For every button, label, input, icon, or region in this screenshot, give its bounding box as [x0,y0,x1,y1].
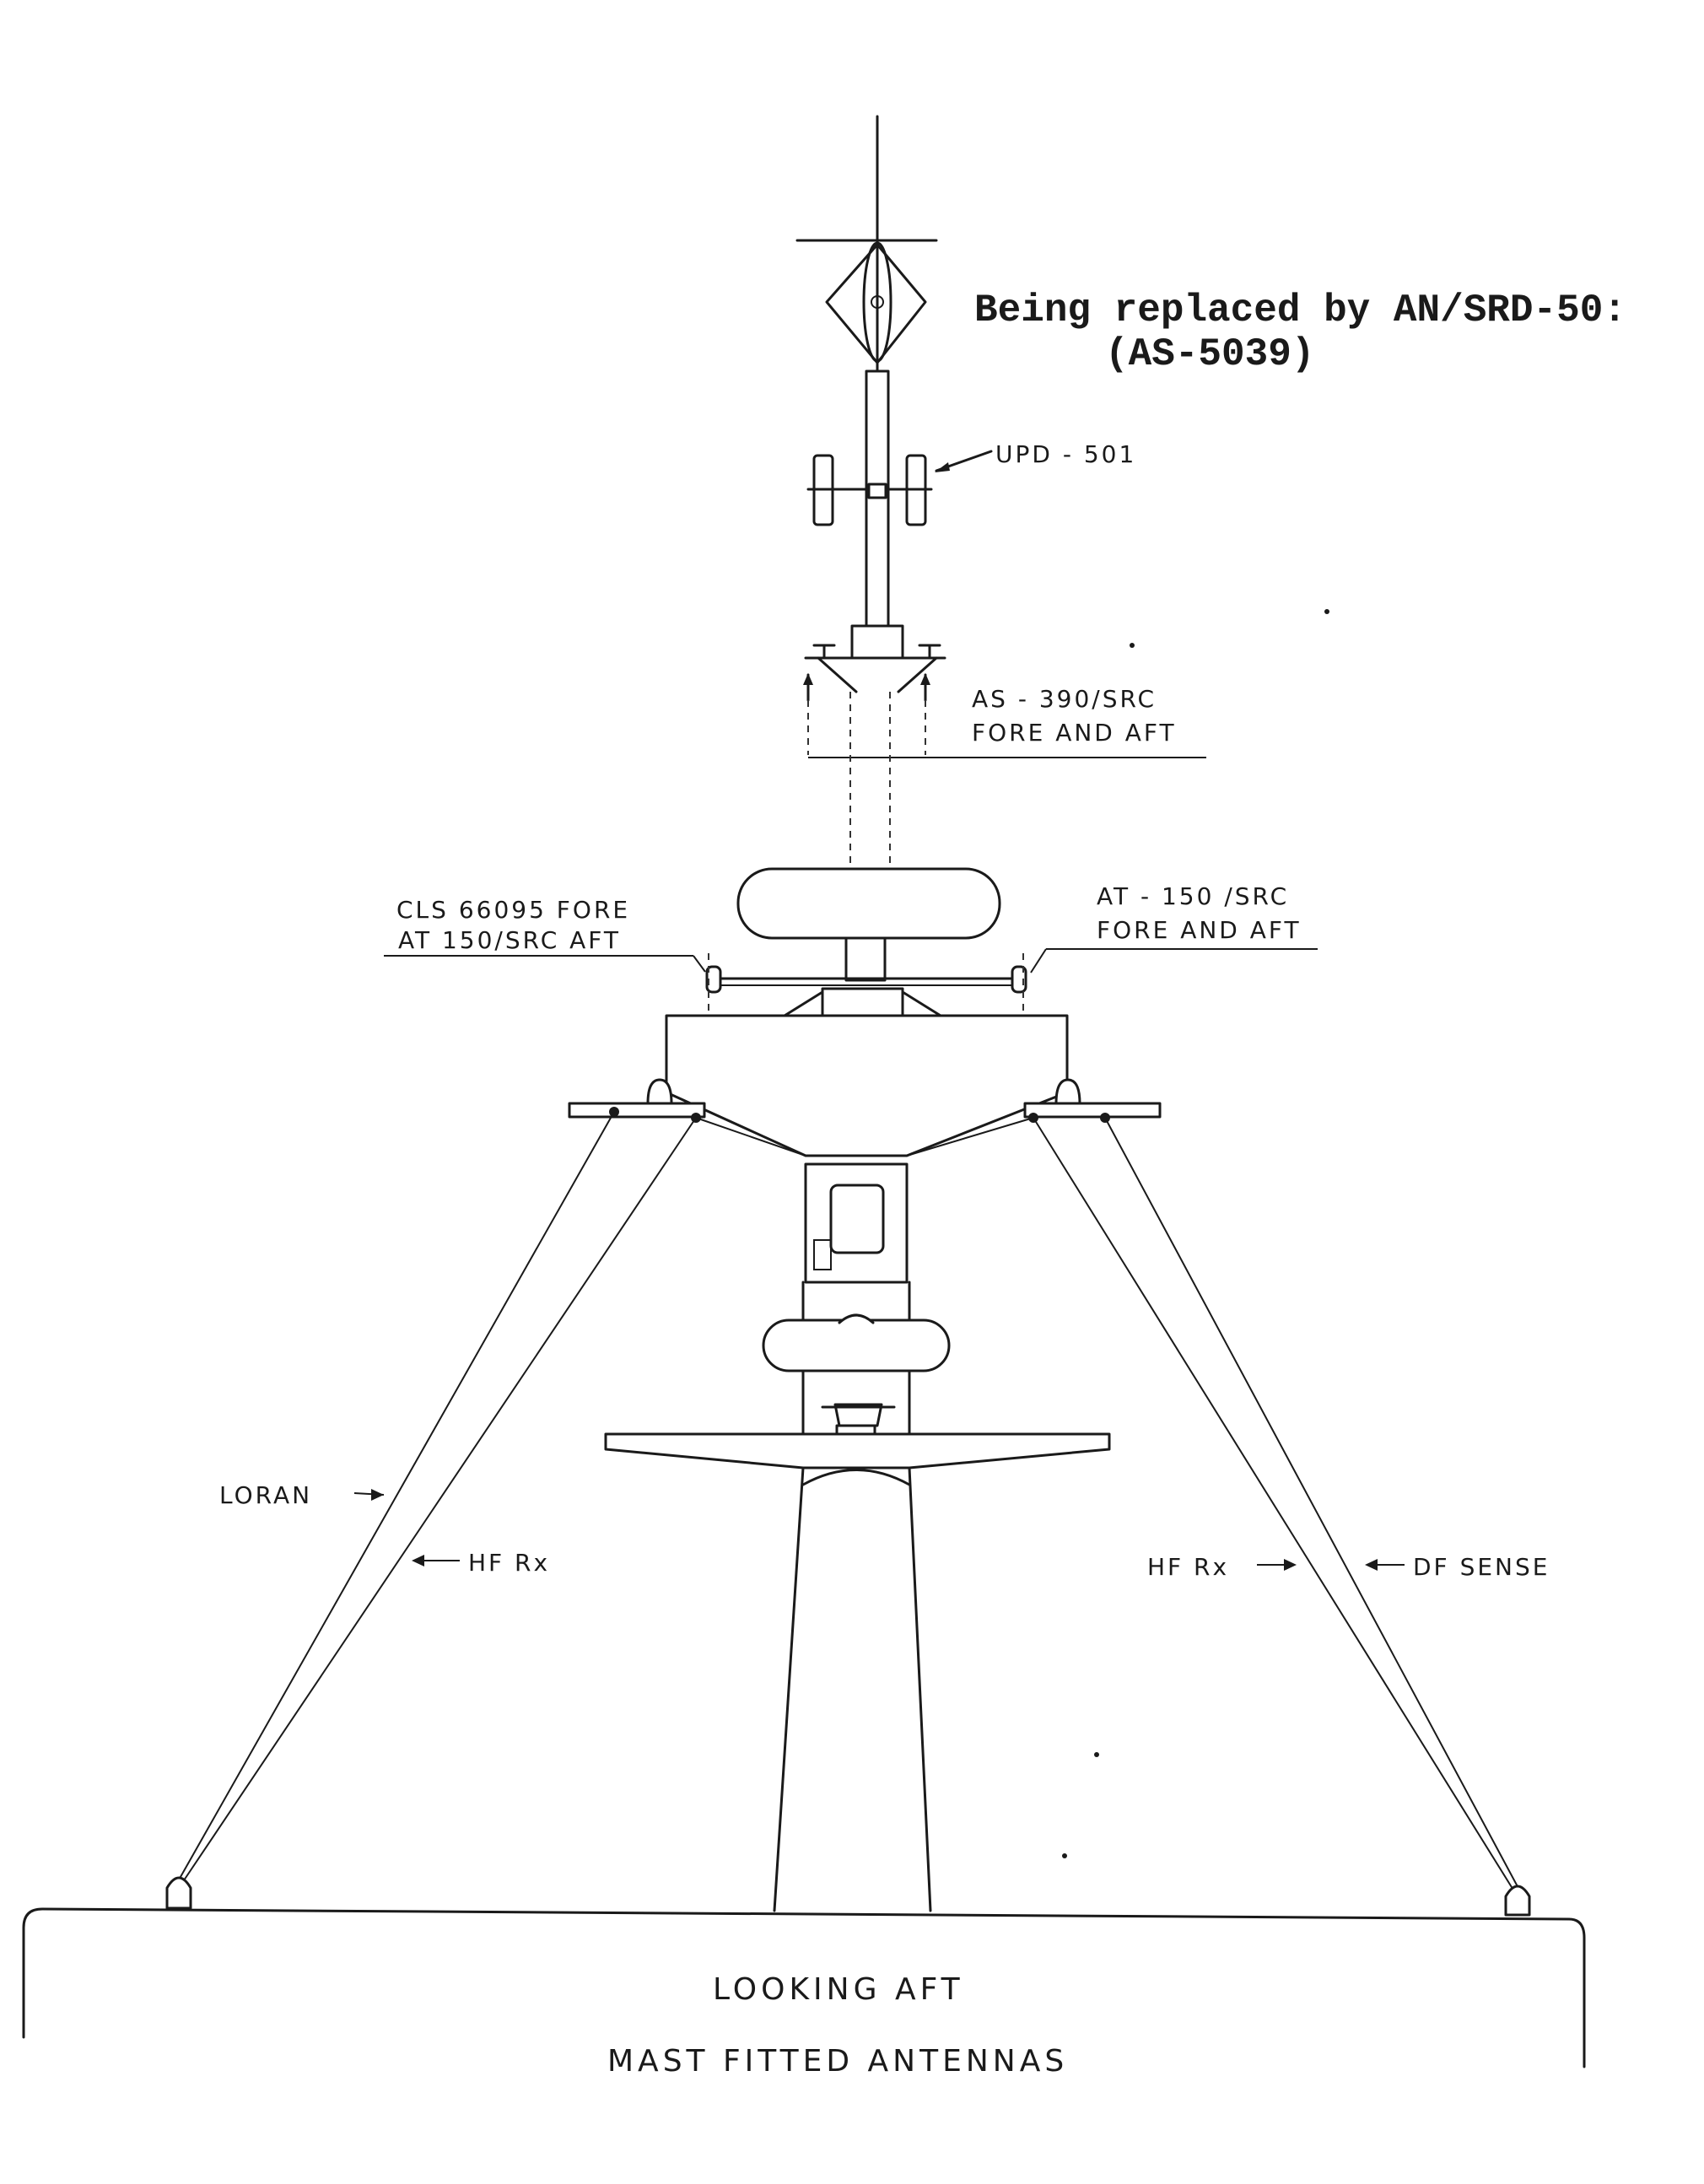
spreader-arch [801,1469,911,1486]
label-df-sense: DF SENSE [1413,1553,1550,1581]
speck-2 [1130,643,1135,648]
at150-right-element [1011,965,1027,994]
at150-left-element [705,965,722,994]
trunk-left-lower [773,1466,805,1912]
left-platform-guy [695,1117,806,1157]
loran-arrowhead [371,1489,384,1501]
equipment-side-box [813,1239,832,1270]
annotation-line-1: Being replaced by AN/SRD-50: [974,289,1626,332]
fan-element [833,1403,883,1427]
cls-leader [693,955,706,973]
diamond-antenna [825,243,927,364]
left-deck-insulator [165,1876,192,1910]
right-platform-guy [906,1117,1034,1157]
hf-rx-right-wire [1033,1117,1515,1892]
label-cls-line-1: CLS 66095 FORE [396,896,630,924]
label-upd-501: UPD - 501 [995,440,1136,468]
label-as390-line-1: AS - 390/SRC [972,685,1157,713]
upd-hub [867,483,887,499]
deck-outline [22,1907,1586,2068]
main-platform [665,1014,1069,1157]
caption-mast-fitted-antennas: MAST FITTED ANTENNAS [607,2044,1068,2079]
speck-4 [1062,1853,1067,1858]
trunk-right-lower [908,1466,932,1912]
label-at150-line-1: AT - 150 /SRC [1097,882,1289,910]
as390-collar [850,624,904,660]
as390-braces [817,656,938,693]
annotation-line-2: (AS-5039) [1105,332,1314,376]
df-sense-wire [1104,1117,1521,1892]
ring-cap [838,1313,875,1324]
upd-arrowhead [935,462,950,472]
speck-1 [1324,609,1329,614]
speck-3 [1094,1752,1099,1757]
left-yardarm [568,1102,706,1119]
hf-rx-right-arrowhead [1284,1559,1297,1571]
yard-housing [821,987,904,1017]
label-loran: LORAN [219,1481,312,1509]
right-deck-insulator [1504,1885,1531,1917]
radome-pedestal [844,936,887,982]
radome [736,867,1001,940]
label-hf-rx-left: HF Rx [468,1549,550,1577]
as390-arrowhead-right [920,673,930,685]
spreader-wings [604,1432,1111,1469]
df-sense-arrowhead [1365,1559,1378,1571]
hf-rx-left-arrowhead [412,1555,424,1567]
loran-wire [176,1111,615,1884]
label-hf-rx-right: HF Rx [1147,1553,1229,1581]
equipment-motor [829,1184,885,1254]
as390-t-elements [812,644,941,660]
at150-leader [1030,948,1047,973]
label-at150-line-2: FORE AND AFT [1097,916,1302,944]
right-yardarm [1023,1102,1162,1119]
right-yard-insulator [1054,1078,1081,1105]
caption-looking-aft: LOOKING AFT [713,1972,964,2007]
label-cls-line-2: AT 150/SRC AFT [398,926,621,954]
as390-arrowhead-left [803,673,813,685]
left-yard-insulator [646,1078,673,1105]
diamond-hub [871,295,884,309]
yard-braces [783,990,942,1017]
diamond-loop [862,241,892,363]
hf-rx-left-wire [181,1117,697,1884]
label-as390-line-2: FORE AND AFT [972,719,1177,747]
ring-element [762,1318,951,1372]
